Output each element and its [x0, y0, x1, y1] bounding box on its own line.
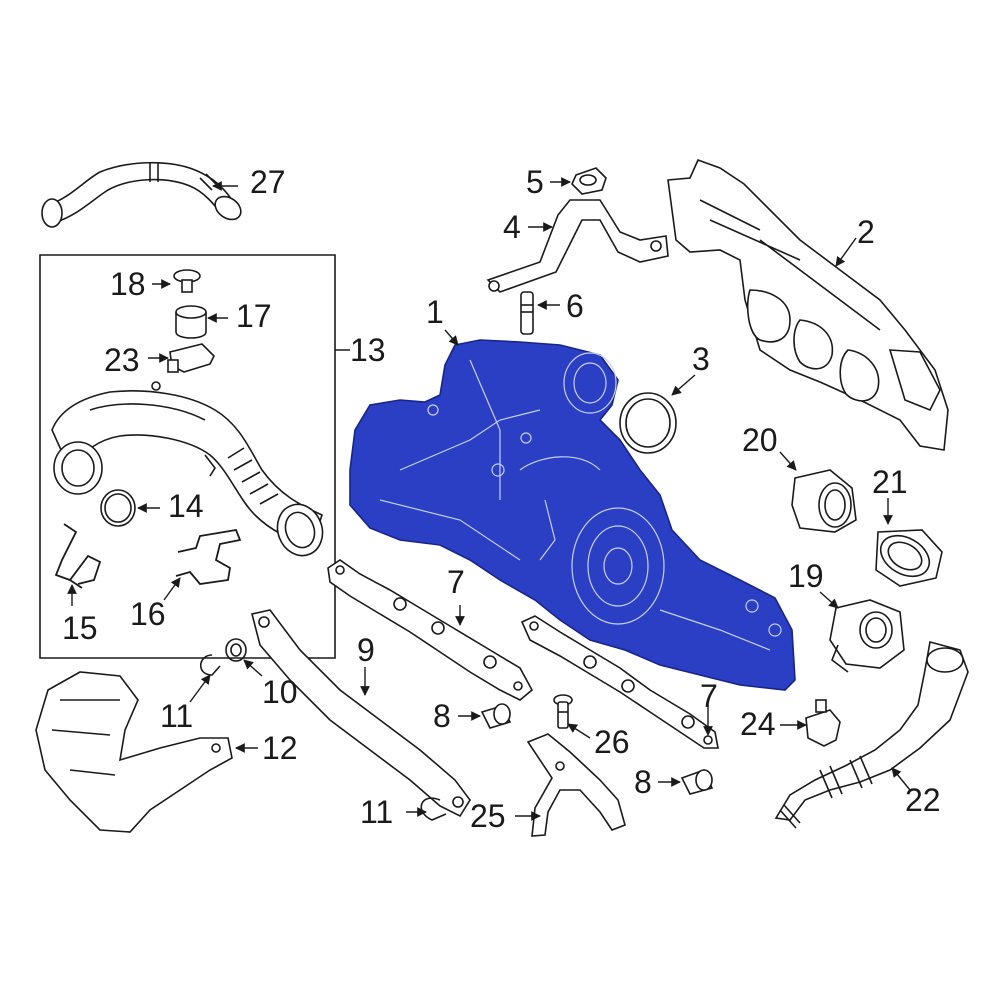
- part-20-sensor[interactable]: [791, 469, 857, 533]
- callout-25: 25: [470, 798, 506, 834]
- part-8-bolt-lower[interactable]: [680, 768, 714, 795]
- part-14-o-ring[interactable]: [100, 489, 136, 527]
- callout-20: 20: [742, 422, 778, 458]
- part-24-sensor[interactable]: [805, 699, 841, 747]
- leader-lines: [67, 177, 911, 821]
- part-23-sensor[interactable]: [167, 343, 215, 373]
- callout-1: 1: [426, 294, 444, 330]
- callout-9: 9: [357, 632, 375, 668]
- part-11-clip-lower[interactable]: [420, 797, 447, 821]
- callout-5: 5: [526, 164, 544, 200]
- part-7-gasket-upper[interactable]: [327, 559, 534, 701]
- part-17-grommet[interactable]: [175, 305, 207, 339]
- callout-17: 17: [236, 298, 272, 334]
- part-8-bolt-upper[interactable]: [480, 703, 512, 729]
- part-27-intake-hose[interactable]: [41, 161, 245, 228]
- part-6-stud[interactable]: [520, 291, 534, 335]
- part-9-support-rod[interactable]: [251, 609, 471, 818]
- part-16-wire-clip[interactable]: [175, 528, 242, 585]
- callout-6: 6: [566, 288, 584, 324]
- part-5-nut[interactable]: [571, 167, 607, 195]
- callout-3: 3: [692, 341, 710, 377]
- part-19-throttle-body[interactable]: [829, 599, 905, 673]
- callout-14: 14: [168, 488, 204, 524]
- part-1-turbocharger[interactable]: [349, 339, 796, 691]
- part-22-intake-pipe[interactable]: [774, 641, 969, 829]
- part-21-coupling[interactable]: [873, 527, 943, 587]
- group-13-box: [39, 254, 336, 659]
- part-11-clip-upper[interactable]: [199, 654, 221, 676]
- part-10-washer[interactable]: [225, 638, 247, 662]
- callout-7-lower: 7: [700, 678, 718, 714]
- part-26-screw[interactable]: [553, 694, 573, 729]
- callout-18: 18: [110, 266, 146, 302]
- part-7-gasket-lower[interactable]: [520, 615, 719, 749]
- part-15-wire-clip[interactable]: [54, 523, 102, 589]
- part-12-heat-shield[interactable]: [35, 671, 233, 833]
- callout-8-lower: 8: [634, 764, 652, 800]
- callout-26: 26: [594, 724, 630, 760]
- callout-21: 21: [872, 464, 908, 500]
- callout-23: 23: [104, 342, 140, 378]
- part-3-ring-gasket[interactable]: [619, 392, 677, 454]
- callout-12: 12: [262, 730, 298, 766]
- callout-27: 27: [250, 164, 286, 200]
- callout-4: 4: [503, 209, 521, 245]
- part-25-bracket[interactable]: [526, 733, 626, 837]
- callout-22: 22: [905, 782, 941, 818]
- callout-2: 2: [857, 214, 875, 250]
- part-2-heat-shield[interactable]: [667, 158, 949, 451]
- callout-19: 19: [788, 558, 824, 594]
- callout-7-upper: 7: [447, 564, 465, 600]
- part-1-detail-lines: [379, 352, 782, 651]
- callout-11-lower: 11: [360, 794, 394, 830]
- part-18-cap[interactable]: [173, 269, 201, 293]
- callout-24: 24: [740, 706, 776, 742]
- callout-15: 15: [62, 610, 98, 646]
- callout-10: 10: [262, 674, 298, 710]
- callout-16: 16: [130, 596, 166, 632]
- callout-13: 13: [350, 332, 386, 368]
- callout-8-upper: 8: [433, 698, 451, 734]
- part-13-charge-air-hose[interactable]: [51, 381, 330, 562]
- callout-11-upper: 11: [160, 698, 194, 734]
- part-4-bracket[interactable]: [486, 199, 669, 293]
